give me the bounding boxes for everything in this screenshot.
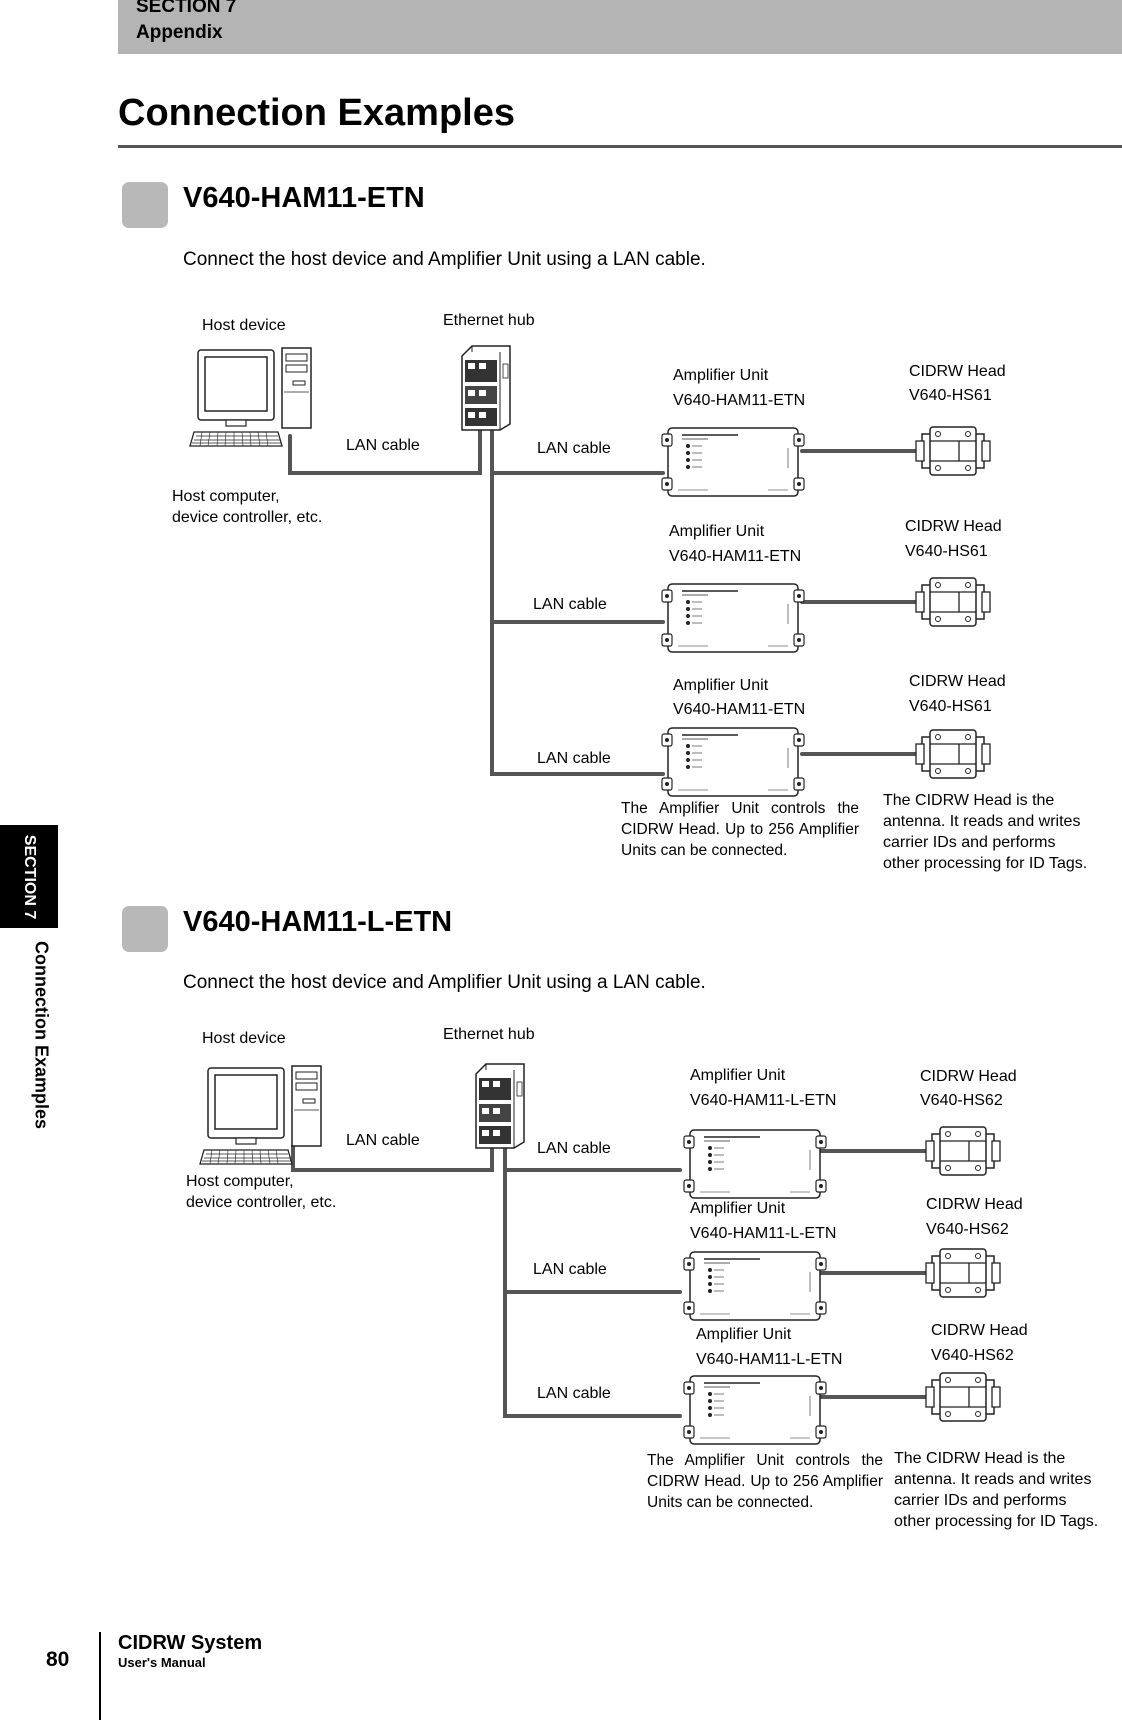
head-note-2-line1: The CIDRW Head is the xyxy=(894,1450,1066,1467)
side-section-tab xyxy=(0,825,58,928)
section-intro-2: Connect the host device and Amplifier Un… xyxy=(183,972,706,993)
section-header-bar xyxy=(118,0,1122,54)
amp-model-2c: V640-HAM11-L-ETN xyxy=(696,1351,843,1368)
head-note-2-line3: carrier IDs and performs xyxy=(894,1492,1067,1509)
page-number: 80 xyxy=(46,1648,70,1671)
head-title-2c: CIDRW Head xyxy=(931,1322,1028,1339)
amplifier-unit-icon-2a xyxy=(683,1129,827,1199)
head-model-2b: V640-HS62 xyxy=(926,1221,1009,1238)
head-title-2b: CIDRW Head xyxy=(926,1196,1023,1213)
cidrw-head-icon-1b xyxy=(915,577,991,627)
head-model-2c: V640-HS62 xyxy=(931,1347,1014,1364)
section-intro-1: Connect the host device and Amplifier Un… xyxy=(183,249,706,270)
head-model-1a: V640-HS61 xyxy=(909,387,992,404)
host-lan-cable-label-1: LAN cable xyxy=(346,437,420,454)
head-note-2-line4: other processing for ID Tags. xyxy=(894,1513,1099,1530)
head-model-1b: V640-HS61 xyxy=(905,543,988,560)
host-device-label-2: Host device xyxy=(202,1030,286,1047)
lan-cable-label-2a: LAN cable xyxy=(537,1140,611,1157)
head-model-2a: V640-HS62 xyxy=(920,1092,1003,1109)
host-caption-1a: Host computer, xyxy=(172,488,280,505)
amp-model-1b: V640-HAM11-ETN xyxy=(669,548,802,565)
amplifier-unit-icon-1a xyxy=(661,427,805,497)
cidrw-head-icon-2b xyxy=(925,1248,1001,1298)
amplifier-unit-icon-2c xyxy=(683,1375,827,1445)
amp-title-1a: Amplifier Unit xyxy=(673,367,769,384)
title-rule xyxy=(118,145,1122,148)
footer-divider xyxy=(99,1632,101,1720)
host-cable-1 xyxy=(288,396,482,475)
head-note-1-line4: other processing for ID Tags. xyxy=(883,855,1088,872)
head-title-1a: CIDRW Head xyxy=(909,363,1006,380)
amp-model-1a: V640-HAM11-ETN xyxy=(673,392,806,409)
page-title: Connection Examples xyxy=(118,92,515,134)
cidrw-head-icon-2c xyxy=(925,1372,1001,1422)
ethernet-hub-icon-2 xyxy=(475,1063,525,1149)
lan-cable-label-2b: LAN cable xyxy=(533,1261,607,1278)
host-caption-2b: device controller, etc. xyxy=(186,1194,337,1211)
head-title-2a: CIDRW Head xyxy=(920,1068,1017,1085)
lan-cable-label-1b: LAN cable xyxy=(533,596,607,613)
amp-model-1c: V640-HAM11-ETN xyxy=(673,701,806,718)
footer-subtitle: User's Manual xyxy=(118,1655,206,1670)
head-note-1-line1: The CIDRW Head is the xyxy=(883,792,1055,809)
head-note-1-line3: carrier IDs and performs xyxy=(883,834,1056,851)
amp-model-2b: V640-HAM11-L-ETN xyxy=(690,1225,837,1242)
amplifier-unit-icon-2b xyxy=(683,1251,827,1321)
host-caption-1b: device controller, etc. xyxy=(172,509,323,526)
ethernet-hub-icon-1 xyxy=(461,345,511,431)
host-pc-icon-1 xyxy=(189,347,312,447)
section-heading-2: V640-HAM11-L-ETN xyxy=(183,906,453,938)
lan-cable-label-2c: LAN cable xyxy=(537,1385,611,1402)
amp-title-2c: Amplifier Unit xyxy=(696,1326,792,1343)
footer-title: CIDRW System xyxy=(118,1632,263,1654)
ethernet-hub-label-2: Ethernet hub xyxy=(443,1026,535,1043)
cidrw-head-icon-1a xyxy=(915,426,991,476)
cidrw-head-icon-2a xyxy=(925,1126,1001,1176)
host-device-label-1: Host device xyxy=(202,317,286,334)
head-model-1c: V640-HS61 xyxy=(909,698,992,715)
amp-model-2a: V640-HAM11-L-ETN xyxy=(690,1092,837,1109)
host-pc-icon-2 xyxy=(199,1065,322,1165)
amp-title-1b: Amplifier Unit xyxy=(669,523,765,540)
amp-title-1c: Amplifier Unit xyxy=(673,677,769,694)
head-title-1c: CIDRW Head xyxy=(909,673,1006,690)
amplifier-unit-icon-1c xyxy=(661,727,805,797)
lan-cable-label-1a: LAN cable xyxy=(537,440,611,457)
header-chapter: Appendix xyxy=(136,22,223,43)
section-marker-1 xyxy=(122,182,168,228)
section-marker-2 xyxy=(122,906,168,952)
header-section: SECTION 7 xyxy=(136,0,237,17)
amp-title-2b: Amplifier Unit xyxy=(690,1200,786,1217)
host-caption-2a: Host computer, xyxy=(186,1173,294,1190)
amplifier-note-1: The Amplifier Unit controls the CIDRW He… xyxy=(621,800,859,859)
ethernet-hub-label-1: Ethernet hub xyxy=(443,312,535,329)
head-note-2-line2: antenna. It reads and writes xyxy=(894,1471,1092,1488)
host-lan-cable-label-2: LAN cable xyxy=(346,1132,420,1149)
head-note-1-line2: antenna. It reads and writes xyxy=(883,813,1081,830)
amplifier-unit-icon-1b xyxy=(661,583,805,653)
amplifier-note-2: The Amplifier Unit controls the CIDRW He… xyxy=(647,1452,883,1511)
amp-title-2a: Amplifier Unit xyxy=(690,1067,786,1084)
head-title-1b: CIDRW Head xyxy=(905,518,1002,535)
host-cable-2 xyxy=(291,1129,494,1172)
section-heading-1: V640-HAM11-ETN xyxy=(183,182,425,214)
cidrw-head-icon-1c xyxy=(915,729,991,779)
lan-cable-label-1c: LAN cable xyxy=(537,750,611,767)
